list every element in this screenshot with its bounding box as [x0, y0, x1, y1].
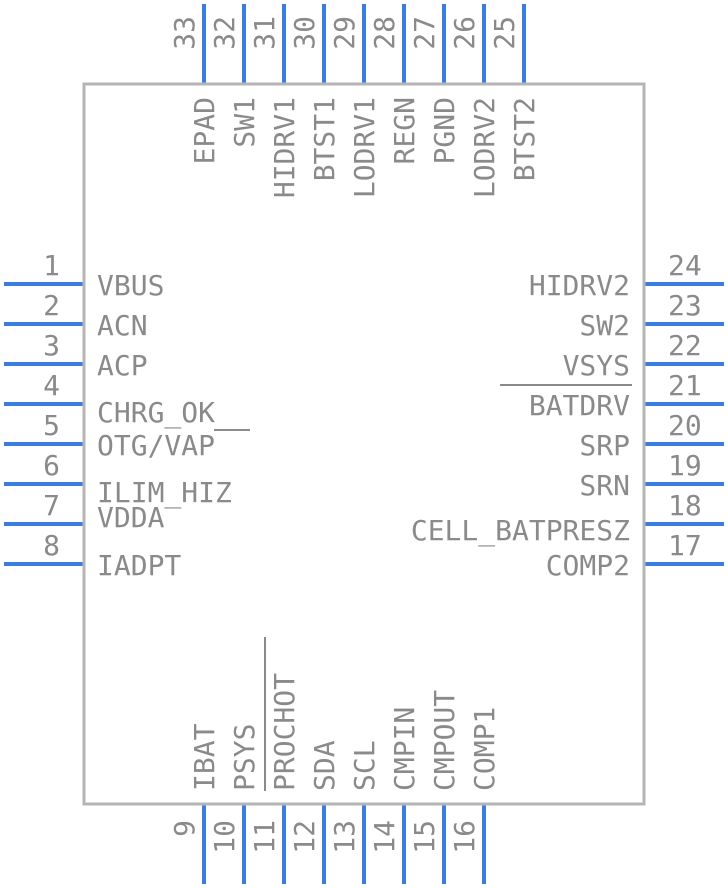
pin-number-11: 11	[248, 820, 281, 854]
pin-number-24: 24	[668, 249, 702, 282]
pin-number-6: 6	[43, 449, 60, 482]
pin-name-batdrv: BATDRV	[529, 389, 630, 422]
pin-name-cmpin: CMPIN	[388, 707, 421, 791]
pin-number-18: 18	[668, 489, 702, 522]
pin-name-btst1: BTST1	[308, 97, 341, 181]
pin-name-acp: ACP	[97, 349, 148, 382]
pin-number-12: 12	[288, 820, 321, 854]
pin-number-21: 21	[668, 369, 702, 402]
pin-name-sw2: SW2	[579, 309, 630, 342]
pin-name-scl: SCL	[348, 740, 381, 791]
pin-name-epad: EPAD	[188, 97, 221, 164]
pin-number-3: 3	[43, 329, 60, 362]
pin-number-23: 23	[668, 289, 702, 322]
pin-name-iadpt: IADPT	[97, 549, 181, 582]
pin-number-30: 30	[288, 16, 321, 50]
pin-number-31: 31	[248, 16, 281, 50]
pin-number-5: 5	[43, 409, 60, 442]
pin-number-8: 8	[43, 529, 60, 562]
pin-number-28: 28	[368, 16, 401, 50]
pin-name-vsys: VSYS	[563, 349, 630, 382]
pin-name-cell-batpresz: CELL_BATPRESZ	[411, 514, 630, 548]
pin-name-prochot: PROCHOT	[268, 673, 301, 791]
pin-name-ibat: IBAT	[188, 723, 221, 791]
pin-number-19: 19	[668, 449, 702, 482]
pin-number-25: 25	[488, 16, 521, 50]
pin-name-srp: SRP	[579, 429, 630, 462]
pin-number-10: 10	[208, 820, 241, 854]
pin-number-17: 17	[668, 529, 702, 562]
pin-number-9: 9	[168, 820, 201, 837]
pin-name-lodrv2: LODRV2	[468, 97, 501, 198]
pin-number-1: 1	[43, 249, 60, 282]
pin-number-15: 15	[408, 820, 441, 854]
pin-name-cmpout: CMPOUT	[428, 690, 461, 791]
pins-layer	[4, 4, 724, 884]
pin-name-vdda: VDDA	[97, 501, 165, 534]
pin-name-ilim-hiz: ILIM_HIZ	[97, 476, 232, 510]
pin-number-33: 33	[168, 16, 201, 50]
pin-name-hidrv2: HIDRV2	[529, 269, 630, 302]
pin-number-27: 27	[408, 16, 441, 50]
pin-number-22: 22	[668, 329, 702, 362]
pin-number-14: 14	[368, 820, 401, 854]
pin-name-sda: SDA	[308, 740, 341, 791]
pin-name-btst2: BTST2	[508, 97, 541, 181]
pin-name-otg-vap: OTG/VAP	[97, 429, 215, 462]
pin-name-hidrv1: HIDRV1	[268, 97, 301, 198]
pin-name-pgnd: PGND	[428, 97, 461, 164]
pin-name-lodrv1: LODRV1	[348, 97, 381, 198]
pin-number-13: 13	[328, 820, 361, 854]
pin-number-20: 20	[668, 409, 702, 442]
pin-number-26: 26	[448, 16, 481, 50]
pin-name-vbus: VBUS	[97, 269, 164, 302]
ic-body-outline	[82, 82, 646, 806]
pin-name-comp1: COMP1	[468, 707, 501, 791]
pin-number-4: 4	[43, 369, 60, 402]
pin-name-regn: REGN	[388, 97, 421, 164]
pin-number-16: 16	[448, 820, 481, 854]
pin-name-acn: ACN	[97, 309, 148, 342]
pin-number-29: 29	[328, 16, 361, 50]
pin-number-32: 32	[208, 16, 241, 50]
pin-number-2: 2	[43, 289, 60, 322]
pin-name-sw1: SW1	[228, 97, 261, 148]
pin-name-psys: PSYS	[228, 724, 261, 791]
pin-name-srn: SRN	[579, 469, 630, 502]
pin-name-comp2: COMP2	[546, 549, 630, 582]
pin-number-7: 7	[43, 489, 60, 522]
pin-name-chrg-ok: CHRG_OK	[97, 396, 215, 430]
